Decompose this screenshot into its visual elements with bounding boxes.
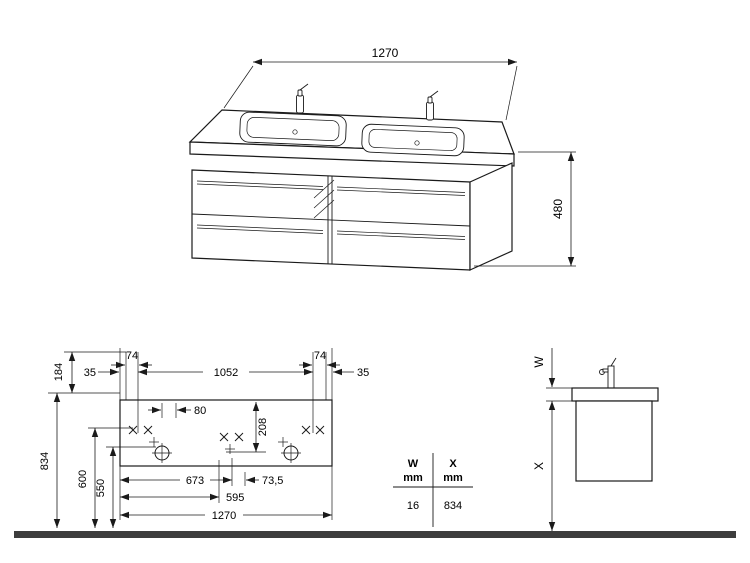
dim-834-label: 834 [39,452,51,470]
table-header-w-unit: mm [403,472,423,484]
dim-35-left: 35 [84,367,119,379]
dim-74-right-label: 74 [314,350,326,362]
side-view: W X [532,348,659,531]
fixing-marks [128,425,325,463]
dim-35-right-label: 35 [357,367,369,379]
dim-x-label: X [532,462,546,470]
dim-74-left-label: 74 [126,350,138,362]
dim-595-label: 595 [226,492,244,504]
faucet-side-icon [599,357,617,389]
hatch-detail [313,179,335,219]
fixing-mark-icon [128,425,325,442]
table-value-x: 834 [444,500,462,512]
plan-view: 35 74 1052 74 35 184 834 [39,348,369,528]
dim-1052-label: 1052 [214,367,238,379]
cabinet-side-panel [469,162,513,271]
dim-1270-bottom: 1270 [120,508,332,522]
dim-1270-bottom-label: 1270 [212,510,236,522]
dim-1052: 1052 [138,365,313,379]
basin-left [239,111,347,147]
cabinet-side-profile [575,400,653,482]
dim-top-width-label: 1270 [372,46,399,60]
cabinet [191,162,513,271]
dim-600-label: 600 [77,470,89,488]
floor-line [14,531,736,538]
dim-208-label: 208 [257,418,269,436]
dim-height-480: 480 [474,151,576,267]
dim-834: 834 [39,393,61,528]
drawer-grooves [196,180,466,240]
dim-550: 550 [95,447,117,528]
dim-height-label: 480 [551,199,565,219]
dim-35-right: 35 [333,367,369,379]
dim-80: 80 [148,405,206,417]
counter-side-profile [571,387,659,402]
dim-208: 208 [252,402,269,452]
dim-x-side: X [532,400,576,531]
table-header-x: X [449,458,457,470]
table-header-w: W [408,458,419,470]
dim-673-label: 673 [186,475,204,487]
crosshair-mark-icon [149,437,288,454]
dim-w-label: W [532,356,546,368]
drain-hole-icon [152,443,301,463]
dim-80-label: 80 [194,405,206,417]
dim-74-right: 74 [299,350,340,369]
dim-673: 673 [120,474,232,487]
dim-595: 595 [120,492,244,504]
faucet-right-icon [426,90,439,121]
basin-right [361,123,465,157]
dim-73-5-label: 73,5 [262,475,283,487]
faucet-left-icon [296,83,309,114]
dim-w-side: W [532,348,572,389]
dim-184: 184 [53,352,76,393]
wx-table: W mm X mm 16 834 [393,453,473,527]
dim-550-label: 550 [95,479,107,497]
dim-600: 600 [77,428,99,528]
perspective-view: 1270 [188,46,576,271]
dim-top-width: 1270 [223,46,518,121]
dim-74-left: 74 [111,350,152,369]
dim-184-label: 184 [53,363,65,381]
dim-73-5: 73,5 [246,475,283,487]
dim-35-left-label: 35 [84,367,96,379]
table-value-w: 16 [407,500,419,512]
table-header-x-unit: mm [443,472,463,484]
